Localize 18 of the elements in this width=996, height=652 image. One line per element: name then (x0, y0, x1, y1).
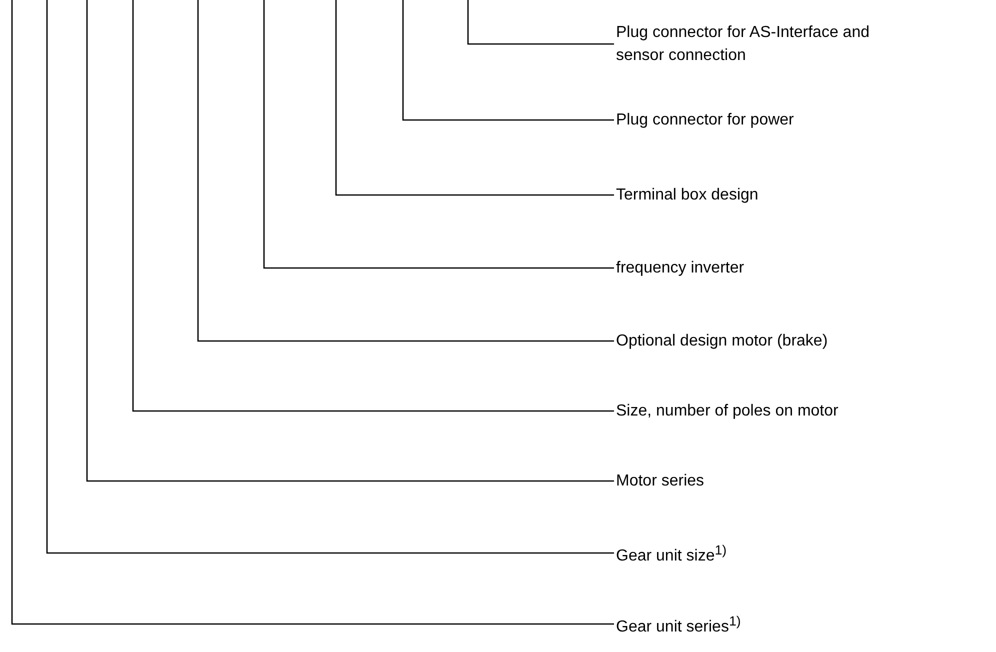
leader-line (335, 0, 614, 196)
callout-label: Terminal box design (616, 184, 758, 206)
leader-line (46, 0, 614, 554)
callout-label: Motor series (616, 470, 704, 492)
leader-line (402, 0, 614, 121)
callout-label: Optional design motor (brake) (616, 330, 828, 352)
callout-label: frequency inverter (616, 256, 744, 280)
leader-line (11, 0, 614, 625)
callout-label: Size, number of poles on motor (616, 400, 838, 422)
leader-line (86, 0, 614, 482)
leader-line (263, 0, 614, 269)
callout-label: Plug connector for power (616, 108, 794, 132)
callout-label: Gear unit series$^{1)}$ (616, 609, 741, 639)
callout-label: Plug connector for AS-Interface and sensor connection (616, 21, 916, 67)
leader-line (132, 0, 614, 412)
callout-label: Gear unit size$^{1)}$ (616, 538, 727, 568)
leader-line (197, 0, 614, 342)
leader-line (467, 0, 614, 45)
